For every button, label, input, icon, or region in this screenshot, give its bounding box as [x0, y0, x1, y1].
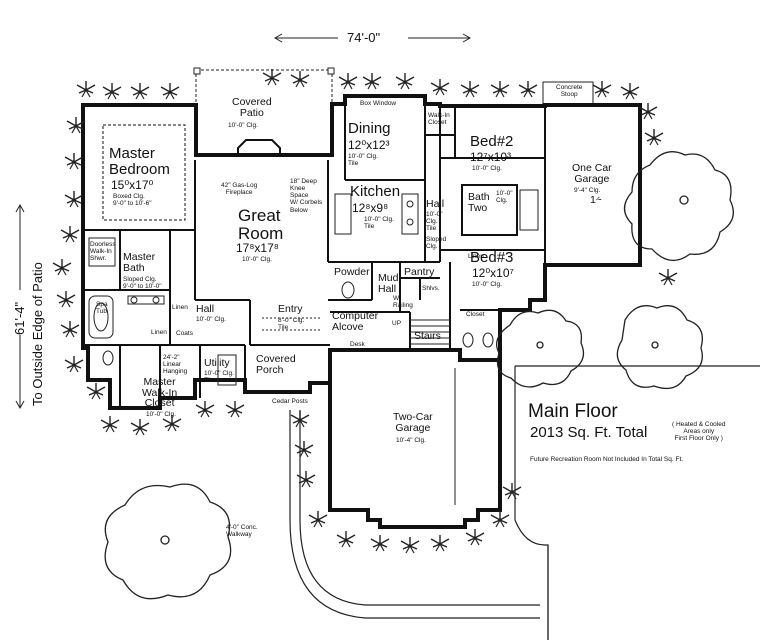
landscape-trees — [104, 151, 734, 600]
dining-label: Dining — [348, 120, 391, 137]
sloped-ceiling-label: Sloped Clg. — [426, 236, 447, 251]
kitchen-ceiling: 10'-0" Clg. Tile — [364, 216, 394, 231]
linen-hall-label: Linen — [468, 253, 484, 260]
fixtures — [88, 189, 539, 386]
great-room-ceiling: 10'-0" Clg. — [242, 256, 272, 263]
bath-two-label: Bath Two — [468, 191, 490, 214]
two-car-garage-ceiling: 10'-4" Clg. — [396, 437, 426, 444]
great-room-label: Great Room — [238, 206, 284, 243]
pantry-label: Pantry — [404, 266, 435, 278]
master-bedroom-label: Master Bedroom — [109, 145, 170, 178]
shelves-label: Shlvs. — [422, 285, 440, 292]
linen1-label: Linen — [172, 304, 188, 311]
fireplace-label: 42" Gas-Log Fireplace — [221, 182, 258, 197]
main-floor-title: Main Floor — [528, 401, 618, 422]
one-car-garage-mark: 1⸞ — [590, 194, 602, 206]
heated-note: ( Heated & Cooled Areas only First Floor… — [672, 421, 726, 443]
railing-label: W/ Railing — [393, 295, 413, 310]
main-floor-total: 2013 Sq. Ft. Total — [530, 424, 648, 441]
future-note: Future Recreation Room Not Included In T… — [530, 456, 684, 463]
one-car-garage-label: One Car Garage — [572, 162, 612, 185]
master-walkin-label: Master Walk-In Closet — [142, 376, 178, 409]
patio-outline — [195, 69, 333, 156]
up-label: UP — [392, 320, 402, 327]
knee-space-label: 18" Deep Knee Space W/ Corbels Below — [290, 178, 323, 214]
covered-patio-ceiling: 10'-0" Clg. — [228, 122, 258, 129]
coats-label: Coats — [176, 330, 193, 337]
bed3-ceiling: 10'-0" Clg. — [472, 281, 502, 288]
dining-ceiling: 10'-0" Clg. Tile — [348, 153, 378, 168]
walkway-label: 4'-0" Conc. Walkway — [226, 524, 258, 539]
master-bath-label: Master Bath — [123, 251, 156, 274]
covered-patio-label: Covered Patio — [232, 96, 272, 119]
utility-label: Utility — [204, 357, 230, 369]
two-car-garage-label: Two-Car Garage — [393, 411, 433, 434]
hall-main-ceiling: 10'-0" Clg. — [196, 316, 226, 323]
site-walkway — [289, 365, 760, 640]
linear-hanging-label: 24'-2" Linear Hanging — [163, 354, 188, 376]
hall-kitchen-ceiling: 10'-0" Clg. Tile — [426, 211, 443, 233]
depth-note: To Outside Edge of Patio — [30, 262, 45, 406]
depth-dimension: 61'-4" — [12, 301, 27, 335]
dining-size: 12⁰x12³ — [348, 138, 390, 152]
entry-label: Entry — [278, 303, 303, 315]
utility-ceiling: 10'-0" Clg. Tile — [204, 370, 234, 385]
walk-in-closet-label: Walk-In Closet — [428, 112, 450, 127]
hall-main-label: Hall — [196, 303, 215, 315]
bed2-label: Bed#2 — [470, 133, 514, 150]
concrete-stoop-label: Concrete Stoop — [556, 84, 583, 99]
bath-two-ceiling: 10'-0" Clg. — [496, 190, 513, 205]
cedar-posts-label: Cedar Posts — [272, 398, 308, 405]
doorless-shower-label: Doorless Walk-In Shwr. — [90, 241, 116, 263]
great-room-size: 17⁸x17⁸ — [236, 241, 279, 255]
hall-kitchen-label: Hall — [426, 198, 445, 210]
master-walkin-ceiling: 10'-0" Clg. — [146, 411, 176, 418]
computer-alcove-label: Computer Alcove — [332, 310, 379, 333]
spa-tub-label: Spa Tub — [96, 301, 108, 316]
width-dimension: 74'-0" — [347, 30, 381, 45]
master-bath-ceiling: Sloped Clg. 9'-0" to 10'-0" — [123, 276, 162, 291]
kitchen-label: Kitchen — [350, 183, 401, 200]
entry-ceiling: 8'-0" Clg. Tile — [278, 317, 305, 332]
mud-hall-label: Mud Hall — [378, 272, 399, 295]
bed3-size: 12⁰x10⁷ — [472, 266, 514, 280]
covered-porch-label: Covered Porch — [256, 353, 296, 376]
desk-label: Desk — [350, 341, 365, 348]
powder-label: Powder — [334, 266, 370, 278]
kitchen-size: 12⁸x9⁸ — [352, 201, 389, 215]
bed2-ceiling: 10'-0" Clg. — [472, 165, 502, 172]
one-car-garage-ceiling: 9'-4" Clg. — [574, 187, 601, 194]
bed2-size: 12⁷x10³ — [470, 150, 512, 164]
master-bedroom-ceiling: Boxed Clg. 9'-0" to 10'-6" — [113, 193, 152, 208]
width-dimension-line — [273, 33, 472, 43]
depth-dimension-line — [15, 203, 25, 410]
box-window-label: Box Window — [360, 100, 397, 107]
bed3-label: Bed#3 — [470, 249, 514, 266]
closet-bed3-label: Closet — [466, 311, 485, 318]
interior-walls — [83, 104, 546, 408]
linen2-label: Linen — [151, 329, 167, 336]
master-bedroom-size: 15⁰x17⁰ — [111, 178, 154, 192]
stairs-label: Stairs — [414, 330, 441, 342]
